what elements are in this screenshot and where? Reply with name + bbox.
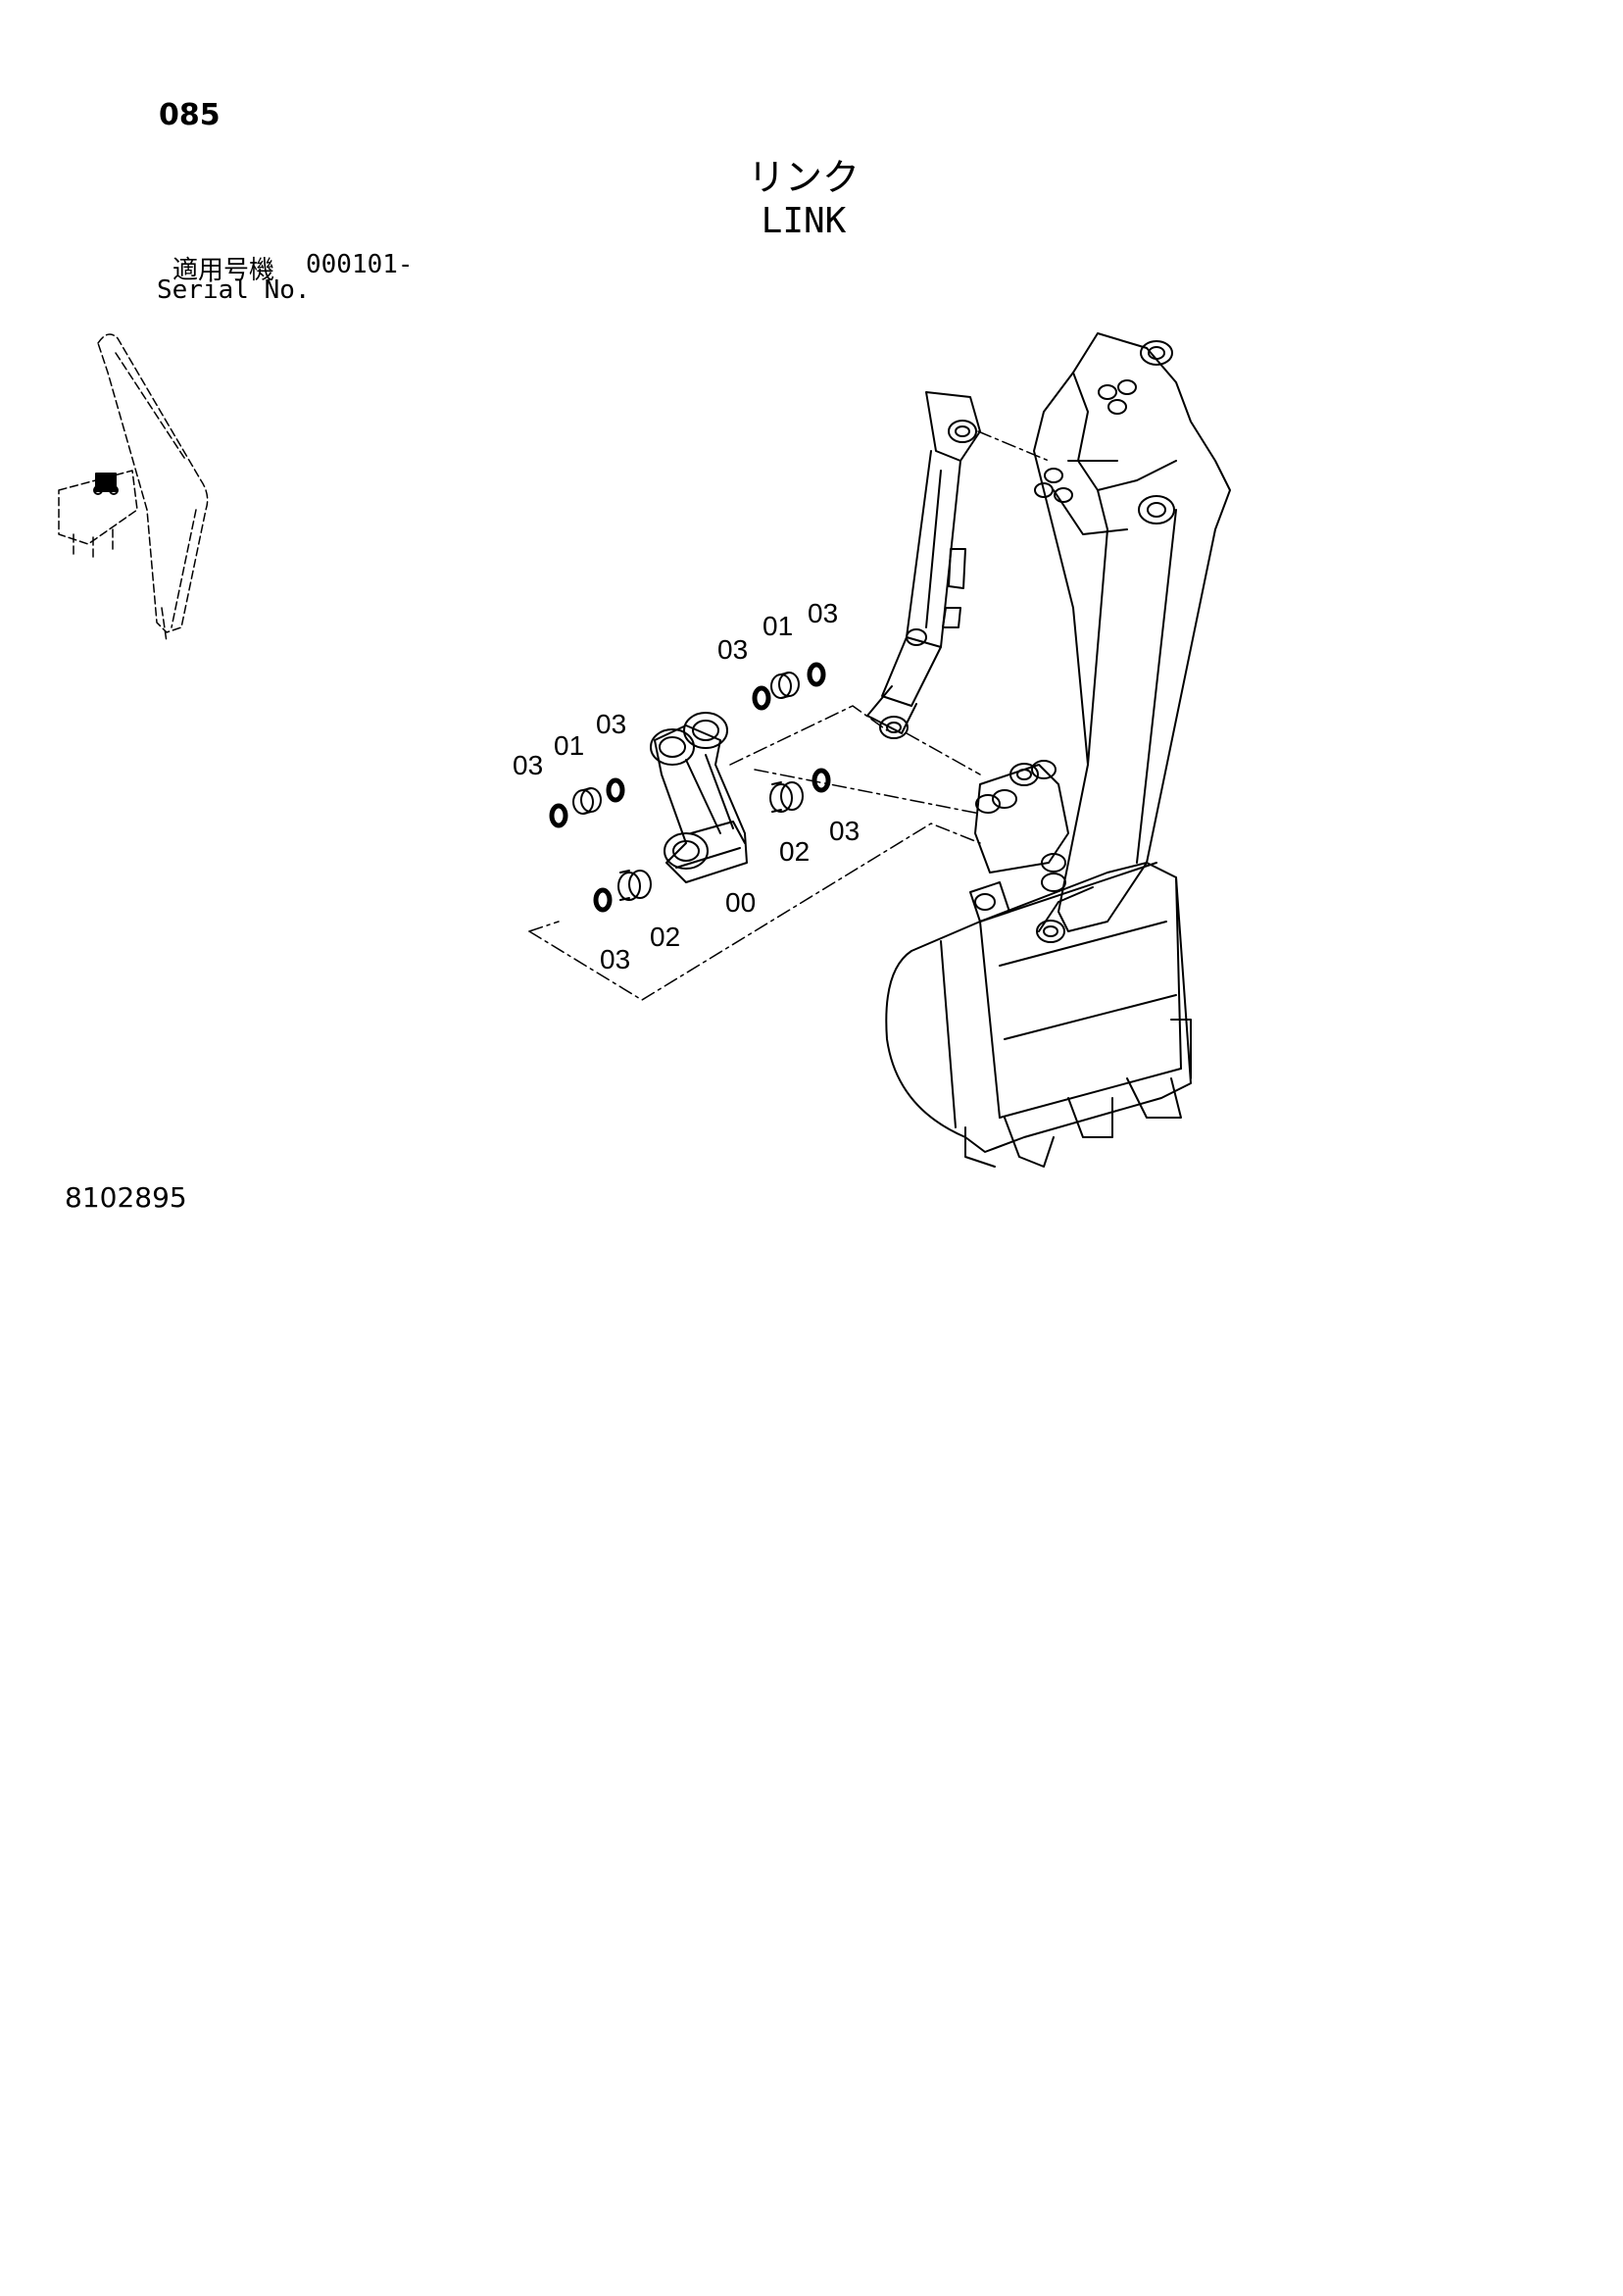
seal-rings-drawing xyxy=(549,662,831,913)
callout-01-top: 01 xyxy=(762,611,793,641)
callout-03-left-outer: 03 xyxy=(513,750,543,780)
callout-labels: 03 01 03 03 01 03 02 03 00 03 02 xyxy=(513,598,860,974)
bucket-linkage-drawing xyxy=(969,760,1069,943)
callout-03-top-left: 03 xyxy=(717,634,748,665)
serial-label-english: Serial No. xyxy=(157,275,311,305)
locator-thumbnail xyxy=(58,333,209,643)
callout-03-top-right: 03 xyxy=(808,598,838,628)
callout-00-link: 00 xyxy=(725,887,756,918)
arm-drawing xyxy=(1033,332,1231,932)
page-number: 085 xyxy=(159,98,221,132)
pins-drawing xyxy=(572,672,804,901)
callout-02-bottom: 02 xyxy=(650,922,680,952)
assembly-lines xyxy=(528,430,1050,1001)
serial-label-japanese: 適用号機 xyxy=(172,256,275,285)
bucket-drawing xyxy=(885,862,1192,1168)
title-japanese: リンク xyxy=(747,156,860,199)
callout-03-left-inner: 03 xyxy=(596,709,626,739)
title-english: LINK xyxy=(761,201,847,241)
locator-highlight-icon xyxy=(93,473,119,495)
bucket-cylinder-drawing xyxy=(866,391,981,739)
serial-range: 000101- xyxy=(306,250,414,279)
link-part-00-drawing xyxy=(650,712,748,883)
callout-03-right: 03 xyxy=(829,816,860,846)
callout-01-left: 01 xyxy=(554,730,584,761)
callout-02-right: 02 xyxy=(779,836,810,867)
callout-03-bottom: 03 xyxy=(600,944,630,974)
drawing-number: 8102895 xyxy=(65,1181,187,1214)
